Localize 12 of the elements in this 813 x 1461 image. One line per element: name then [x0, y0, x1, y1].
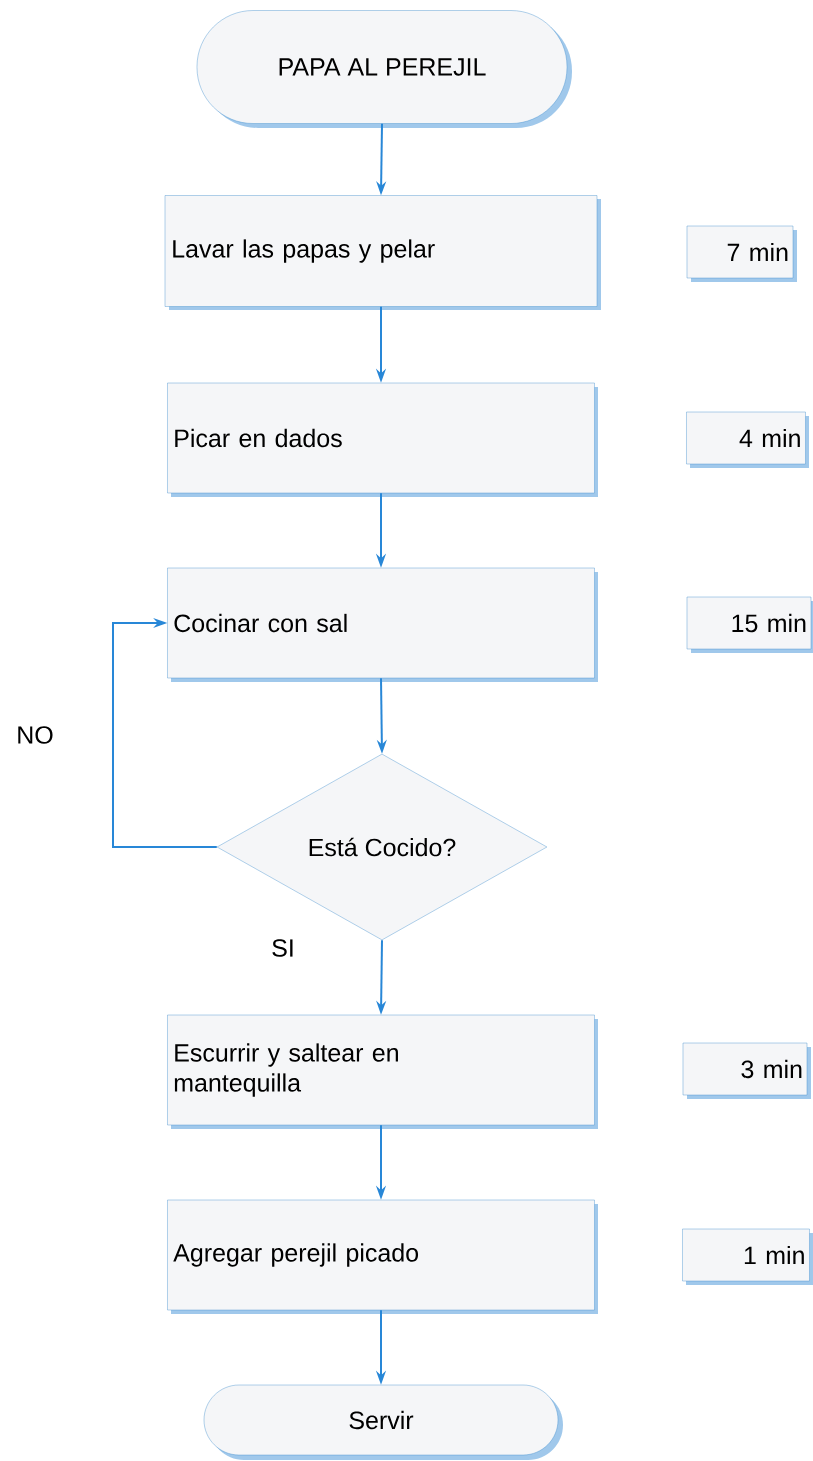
process-box: Lavar las papas y pelar — [164, 195, 601, 310]
duration-box: 1 min — [682, 1228, 813, 1285]
duration-box: 3 min — [682, 1042, 811, 1099]
duration-box: 15 min — [686, 596, 813, 653]
process-box: Cocinar con sal — [167, 567, 598, 682]
edge-label: NO — [14, 724, 56, 746]
process-box: Agregar perejil picado — [167, 1199, 598, 1314]
process-box: Picar en dados — [167, 382, 598, 497]
process-box: Escurrir y saltear en mantequilla — [167, 1014, 598, 1129]
duration-box: 7 min — [686, 225, 797, 282]
duration-box: 4 min — [686, 411, 809, 468]
arrow — [112, 617, 218, 848]
